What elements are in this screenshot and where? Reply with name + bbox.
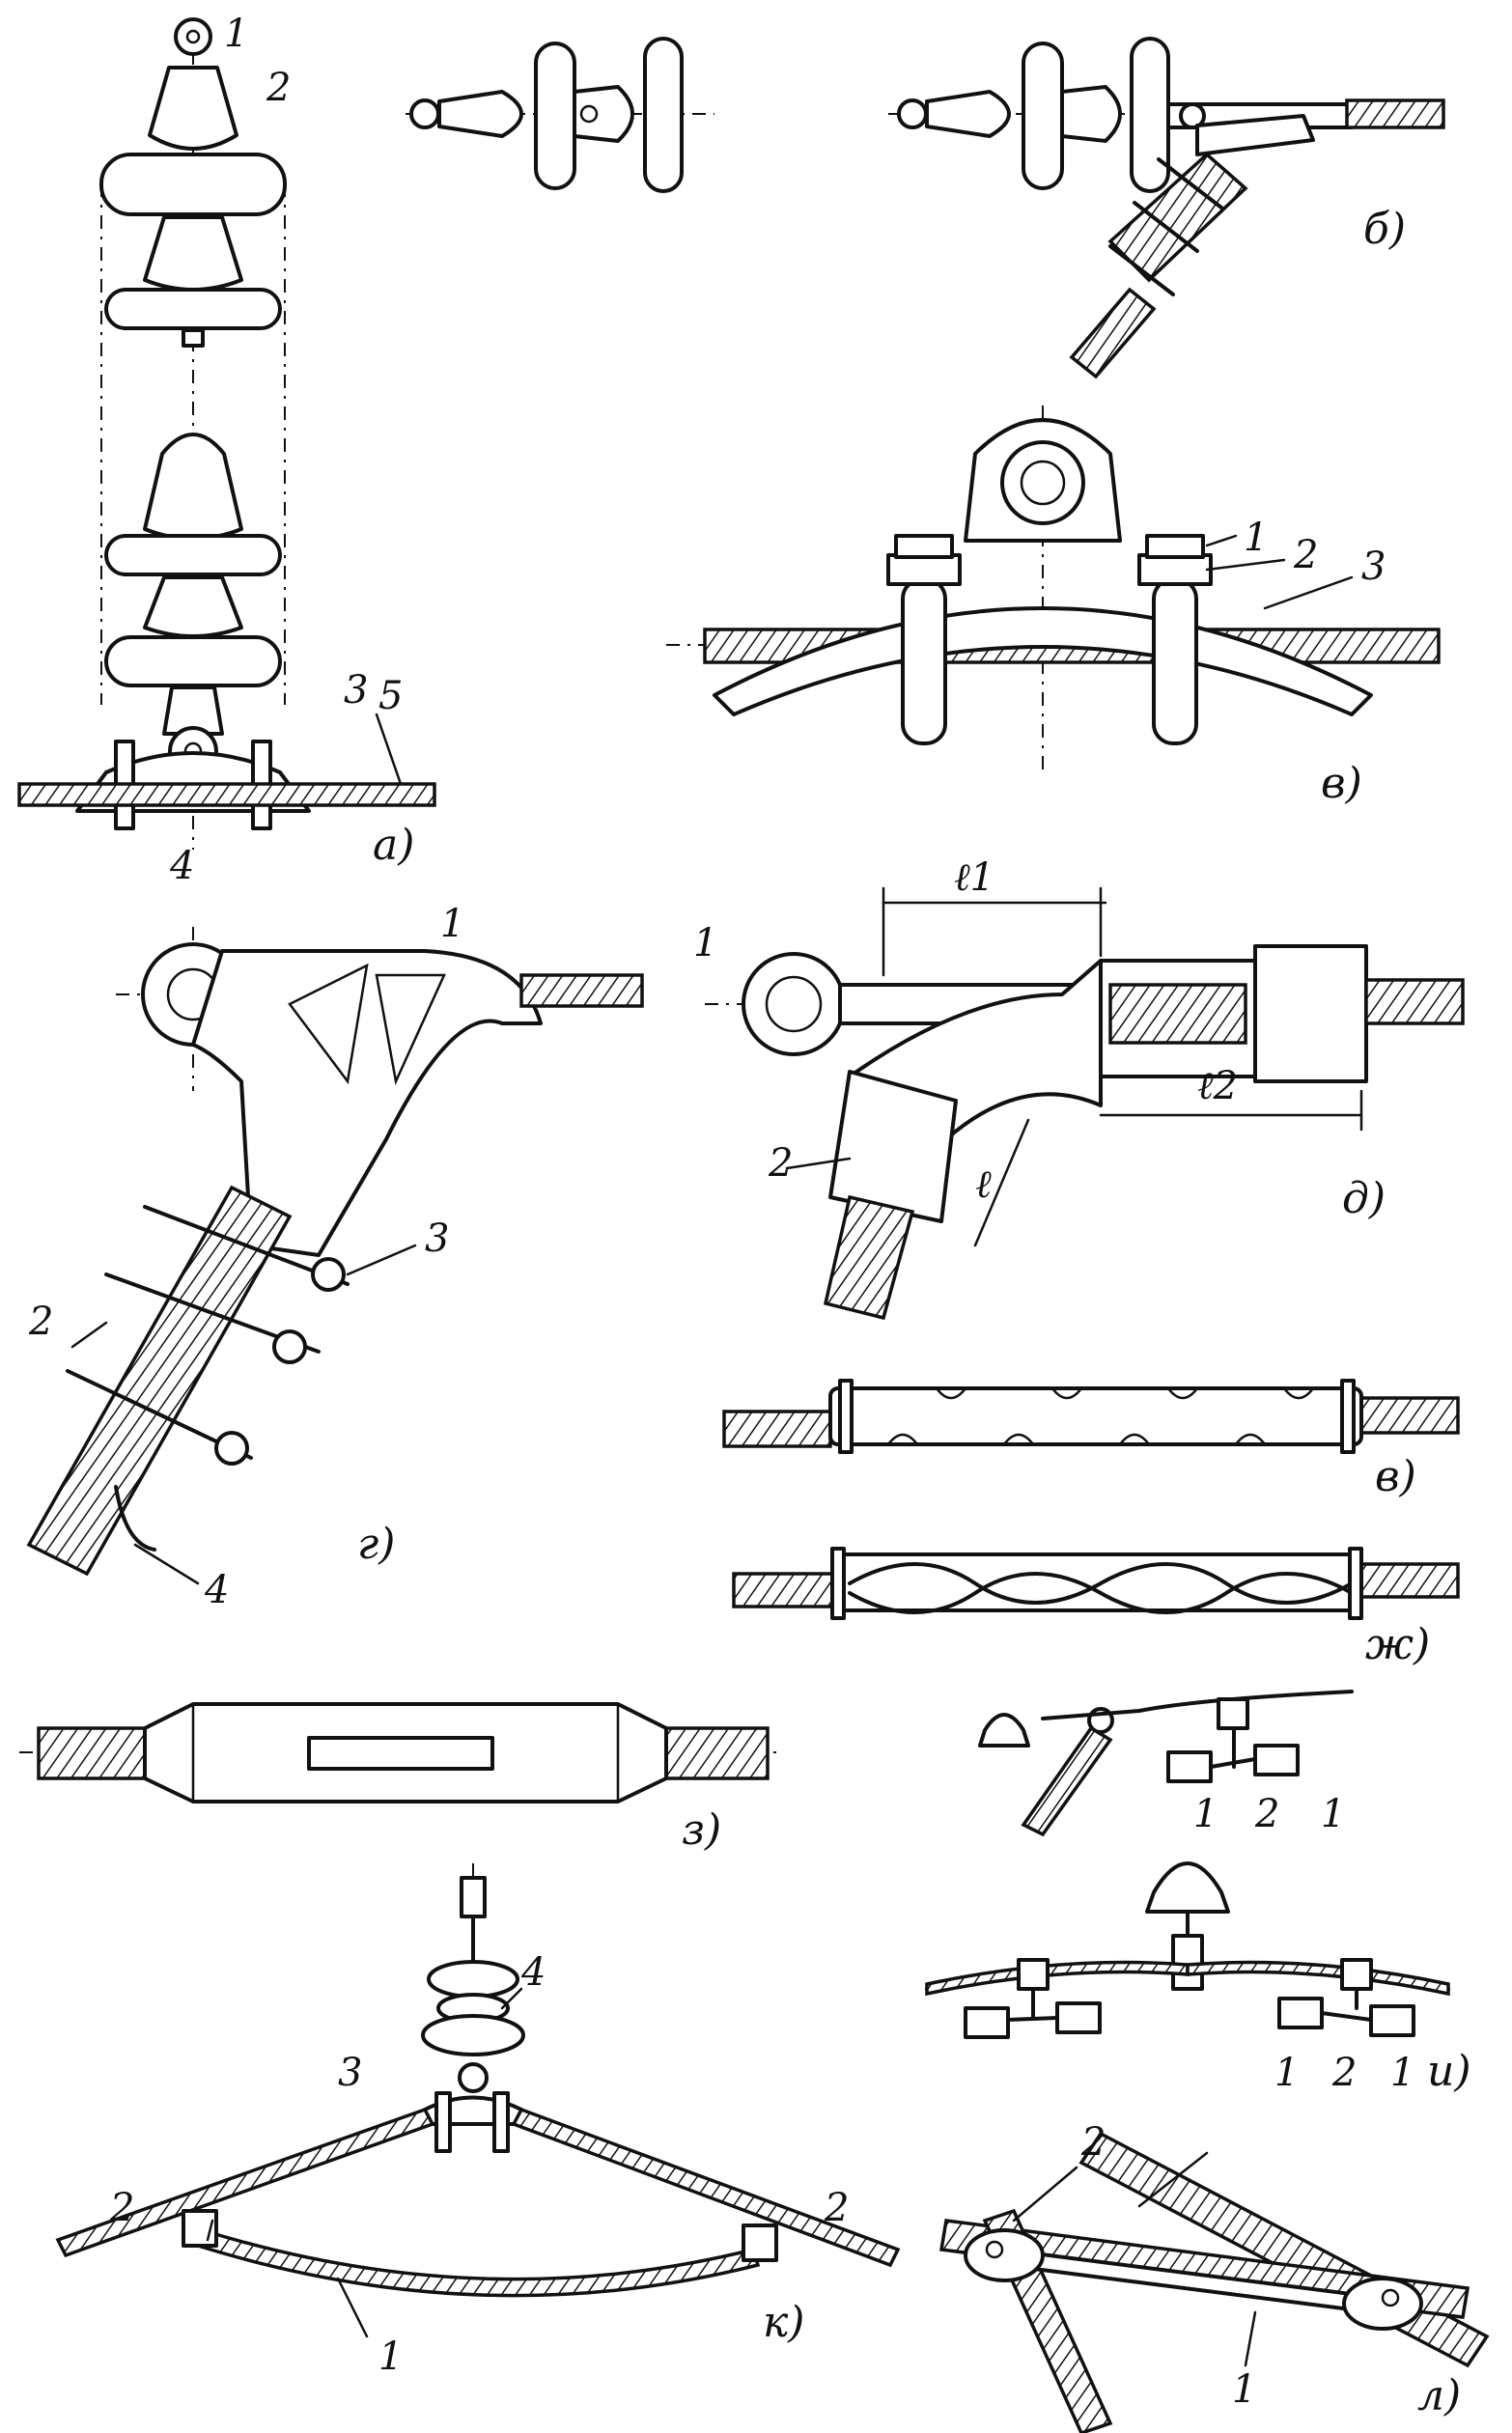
fig-d-dim-l: ℓ (975, 1162, 992, 1207)
fig-a-label-2: 2 (266, 66, 291, 110)
fig-v-top-label-2: 2 (1293, 533, 1318, 577)
fig-d-label-1: 1 (693, 921, 717, 965)
fig-k-label-2b: 2 (824, 2186, 849, 2230)
fig-d-label-2: 2 (768, 1141, 793, 1186)
fig-k-caption: к) (763, 2298, 804, 2347)
fig-i-bottom-label-2: 2 (1331, 2051, 1357, 2095)
fig-v-mid-caption: в) (1375, 1452, 1416, 1501)
fig-d-dim-l2: ℓ2 (1197, 1064, 1238, 1108)
fig-g-tension-clamp (26, 927, 644, 1585)
fig-b-insulators (406, 37, 1448, 379)
fig-b-caption: б) (1363, 205, 1406, 254)
fig-a-label-1: 1 (224, 12, 248, 56)
fig-l-label-2: 2 (1080, 2120, 1106, 2165)
fig-a-label-3: 3 (344, 668, 368, 713)
fig-k-label-4: 4 (520, 1950, 546, 1995)
fig-zh-caption: ж) (1365, 1620, 1430, 1669)
fig-g-label-1: 1 (440, 902, 464, 946)
fig-i-bottom-label-1b: 1 (1390, 2051, 1414, 2095)
fig-d-caption: д) (1342, 1174, 1386, 1223)
fig-z-caption: з) (682, 1805, 721, 1855)
fig-v-top-label-1: 1 (1244, 516, 1268, 560)
fig-k-label-3: 3 (338, 2051, 362, 2095)
fig-k-label-2a: 2 (109, 2186, 134, 2230)
fig-v-mid-oval-sleeve (722, 1379, 1460, 1454)
fig-i-bottom-label-1a: 1 (1274, 2051, 1299, 2095)
fig-d-dim-l1: ℓ1 (954, 855, 994, 900)
fig-v-top-clamp (666, 406, 1441, 772)
fig-a-label-5: 5 (378, 674, 403, 718)
fig-v-top-label-3: 3 (1361, 545, 1386, 589)
fig-z-long-sleeve (19, 1702, 782, 1804)
fig-l-spacer (938, 2131, 1490, 2433)
fig-v-top-caption: в) (1321, 759, 1362, 808)
fig-k-label-1: 1 (378, 2335, 403, 2379)
fig-l-label-1: 1 (1232, 2367, 1256, 2412)
fig-g-label-4: 4 (204, 1568, 229, 1612)
fig-i-top-label-1a: 1 (1193, 1792, 1218, 1836)
fig-i-top-label-2: 2 (1254, 1792, 1279, 1836)
fig-i-dampers (925, 1690, 1450, 2039)
fig-a-insulator-string (17, 17, 436, 850)
fig-i-caption: и) (1427, 2047, 1471, 2096)
fig-g-label-3: 3 (425, 1216, 449, 1261)
fig-zh-twisted-sleeve (732, 1547, 1460, 1620)
fig-a-label-4: 4 (169, 844, 194, 888)
fig-a-caption: а) (373, 821, 414, 870)
fig-g-caption: г) (357, 1520, 395, 1569)
fig-k-loop-shunt (55, 1863, 901, 2338)
fig-g-label-2: 2 (28, 1300, 53, 1344)
fig-i-top-label-1b: 1 (1321, 1792, 1345, 1836)
fig-l-caption: л) (1417, 2371, 1461, 2420)
fig-d-compression-clamp (705, 886, 1468, 1321)
